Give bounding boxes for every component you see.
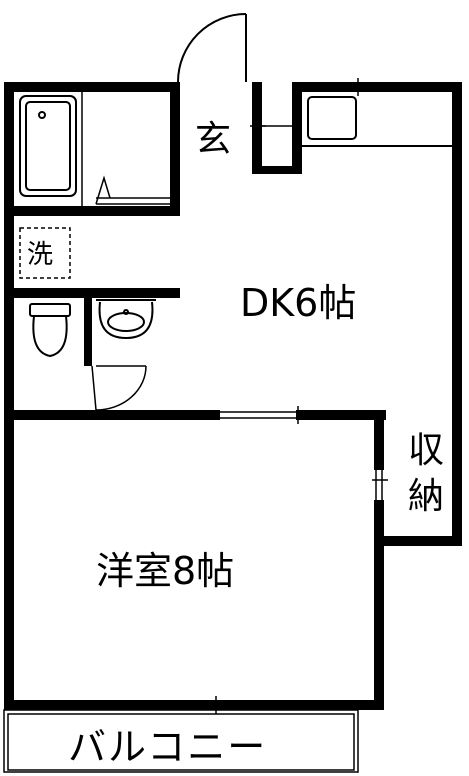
label-sentaku: 洗 (27, 240, 54, 270)
label-shuno-line1: 収 (407, 430, 444, 471)
wall-bath-bottom (4, 206, 180, 216)
balcony-outline (3, 709, 359, 773)
bath-detail (81, 92, 170, 206)
wall-closet-left-lower (374, 500, 384, 546)
wall-entry-bottom (252, 166, 302, 174)
label-dining-kitchen: DK6帖 (240, 281, 357, 325)
wall-closet-left (374, 410, 384, 470)
wall-entry-right (252, 82, 262, 172)
toilet-door (91, 365, 147, 411)
label-genkan: 玄 (195, 119, 232, 160)
label-youshitsu: 洋室8帖 (96, 549, 235, 593)
label-balcony: バルコニー (68, 725, 268, 769)
washer-space (19, 227, 71, 279)
label-shuno: 収 納 (396, 428, 456, 520)
wall-right-lower (374, 540, 384, 710)
wall-mid-right (296, 410, 386, 420)
wall-top-left (4, 82, 178, 92)
wall-left (4, 82, 14, 710)
wall-top-right (300, 82, 462, 92)
entry-door (177, 13, 247, 83)
wall-bottom (4, 700, 382, 710)
wall-entry-post (292, 82, 302, 174)
windows (138, 78, 452, 714)
interior-walls (4, 82, 386, 546)
wall-closet-right (452, 412, 462, 546)
outer-walls (4, 82, 462, 710)
toilet (29, 303, 71, 358)
wall-closet-bottom (374, 536, 462, 546)
wall-wash-bottom (4, 288, 180, 298)
wall-bath-right (170, 82, 180, 216)
washbasin (96, 299, 156, 340)
wall-mid-left (4, 410, 220, 420)
bathtub (19, 95, 77, 197)
wall-right-upper (452, 82, 462, 422)
kitchen-sink (302, 96, 452, 147)
wall-toilet-divider (84, 296, 92, 366)
label-shuno-line2: 納 (407, 476, 444, 517)
